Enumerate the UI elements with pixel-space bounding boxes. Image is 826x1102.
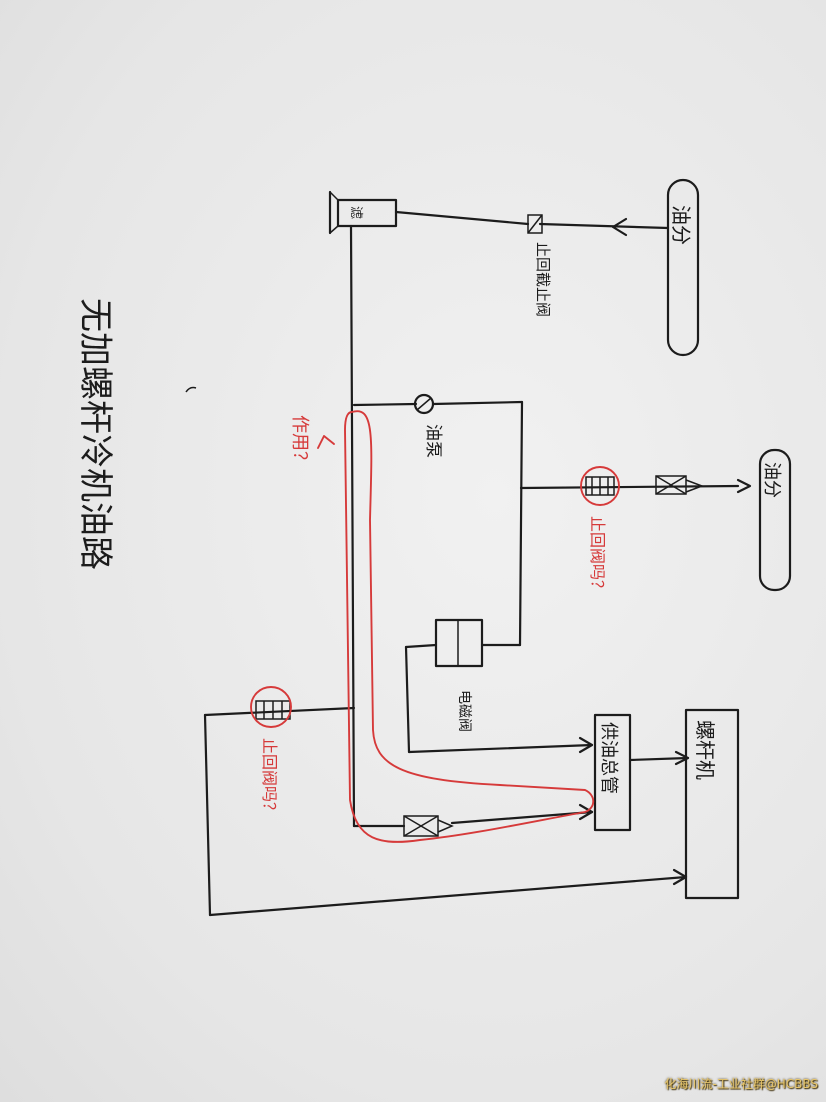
- oil-pump-label: 油泵: [423, 424, 443, 458]
- flow-arrow-2: [736, 478, 752, 494]
- check-stop-valve-label: 止回截止阀: [534, 242, 552, 317]
- highlight-loop: [344, 410, 595, 843]
- pipe-solenoid-down: [404, 645, 411, 754]
- check-valve-1-highlight: [580, 466, 620, 506]
- function-arrow: [317, 435, 335, 449]
- stop-valve-mid: [655, 475, 687, 495]
- function-question-label: 作用？: [289, 415, 310, 469]
- return-loop-left: [203, 713, 212, 917]
- pipe-valve-to-filter: [394, 210, 530, 226]
- solenoid-valve-label: 电磁阀: [456, 690, 472, 732]
- check-stop-valve: [527, 214, 543, 234]
- return-loop-bottom: [208, 875, 688, 917]
- pipe-pump-down: [518, 400, 524, 647]
- check-valve-q1-label: 止回阀吗？: [588, 516, 607, 596]
- flow-arrow-5: [578, 803, 594, 821]
- svl-triangle: [437, 819, 454, 833]
- pipe-to-pump: [352, 402, 418, 407]
- solenoid-valve: [434, 618, 484, 668]
- oil-tank-top-label: 油分: [669, 205, 693, 245]
- pump-mark: [416, 397, 432, 411]
- pipe-solenoid-out: [404, 643, 438, 649]
- pipe-to-oil-tank-mid: [519, 484, 740, 490]
- oil-tank-top: [666, 178, 700, 357]
- svl-diag-2: [403, 815, 439, 837]
- check-valve-2-highlight: [250, 686, 292, 728]
- pen-mark: [185, 386, 197, 393]
- filter-label: 滤: [348, 206, 363, 219]
- oil-supply-manifold-label: 供油总管: [598, 722, 619, 794]
- pipe-manifold-to-screw: [628, 756, 690, 762]
- flow-arrow-6: [672, 868, 688, 886]
- pipe-to-manifold-2: [450, 810, 594, 825]
- oil-supply-manifold: [593, 713, 632, 832]
- watermark: 化海川流-工业社群@HCBBS: [664, 1077, 818, 1091]
- pipe-to-manifold-1: [407, 743, 594, 754]
- screw-machine-label: 螺杆机: [693, 720, 717, 780]
- pipe-pump-out: [431, 400, 524, 406]
- flow-arrow-3: [578, 736, 594, 754]
- filter-cap-edge-1: [329, 191, 339, 201]
- valve-diag-1: [527, 214, 543, 234]
- stop-valve-low: [403, 815, 439, 837]
- flow-arrow-1: [611, 217, 628, 237]
- flow-arrow-4: [674, 750, 690, 766]
- svm-diag-2: [655, 475, 687, 495]
- screw-machine: [684, 708, 740, 900]
- oil-tank-mid: [758, 448, 792, 592]
- filter-cap-edge-2: [329, 225, 339, 234]
- check-valve-q2-label: 止回阀吗？: [260, 738, 279, 818]
- oil-tank-mid-label: 油分: [761, 462, 782, 498]
- svm-triangle: [685, 479, 705, 493]
- main-trunk: [349, 224, 356, 828]
- diagram-title: 无加螺杆冷机油路: [75, 298, 115, 570]
- pipe-tank-to-valve: [538, 222, 670, 230]
- return-loop-top: [203, 706, 356, 717]
- filter-top: [336, 198, 398, 228]
